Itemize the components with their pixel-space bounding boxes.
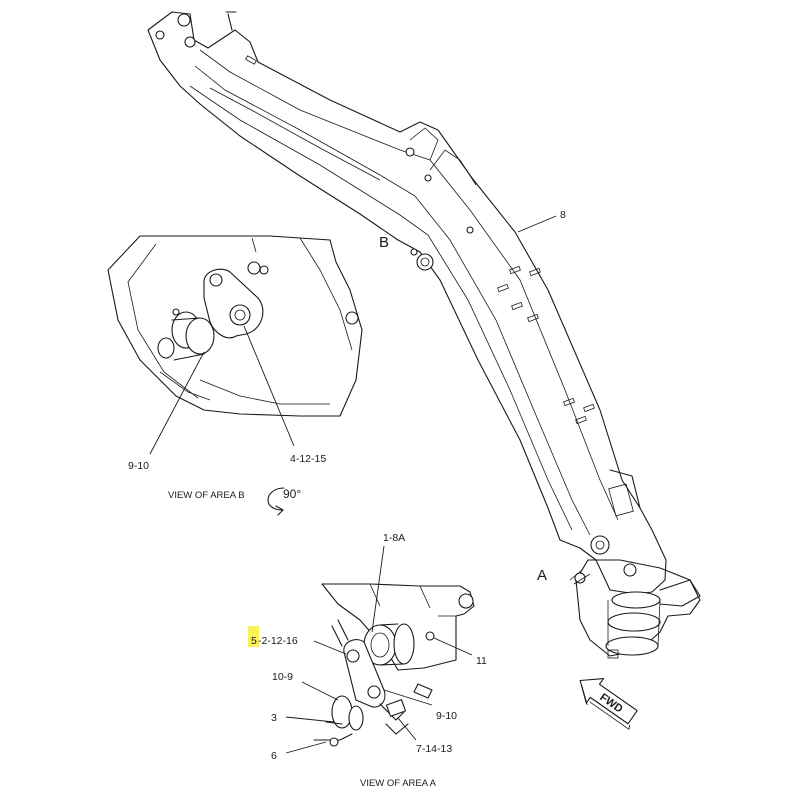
rotate-arrow-icon [267, 487, 285, 516]
callout-5-2-12-16: -2-12-16 [258, 635, 298, 647]
area-a-pin [590, 535, 610, 555]
area-label-a: A [537, 567, 547, 584]
rotation-label: 90° [283, 487, 301, 501]
view-b-caption: VIEW OF AREA B [168, 490, 245, 501]
callout-6: 6 [271, 750, 277, 762]
view-area-a [313, 583, 475, 747]
callout-3: 3 [271, 712, 277, 724]
area-label-b: B [379, 234, 389, 251]
callout-7-14-13: 7-14-13 [416, 743, 452, 755]
view-a-caption: VIEW OF AREA A [360, 778, 437, 789]
callout-a-9-10: 9-10 [436, 710, 457, 722]
fwd-arrow: FWD [579, 677, 638, 731]
highlight-marker [248, 626, 259, 647]
callout-b-9-10: 9-10 [128, 460, 149, 472]
callout-11: 11 [476, 655, 487, 667]
top-pin-boss [177, 13, 191, 27]
boom-assembly [147, 11, 701, 659]
callout-8: 8 [560, 209, 566, 221]
callout-10-9: 10-9 [272, 671, 293, 683]
area-b-pin [416, 253, 434, 271]
callout-4-12-15: 4-12-15 [290, 453, 326, 465]
callout-5-prefix: 5 [251, 635, 257, 647]
callout-1-8a: 1-8A [383, 532, 405, 544]
view-area-b [107, 235, 363, 417]
